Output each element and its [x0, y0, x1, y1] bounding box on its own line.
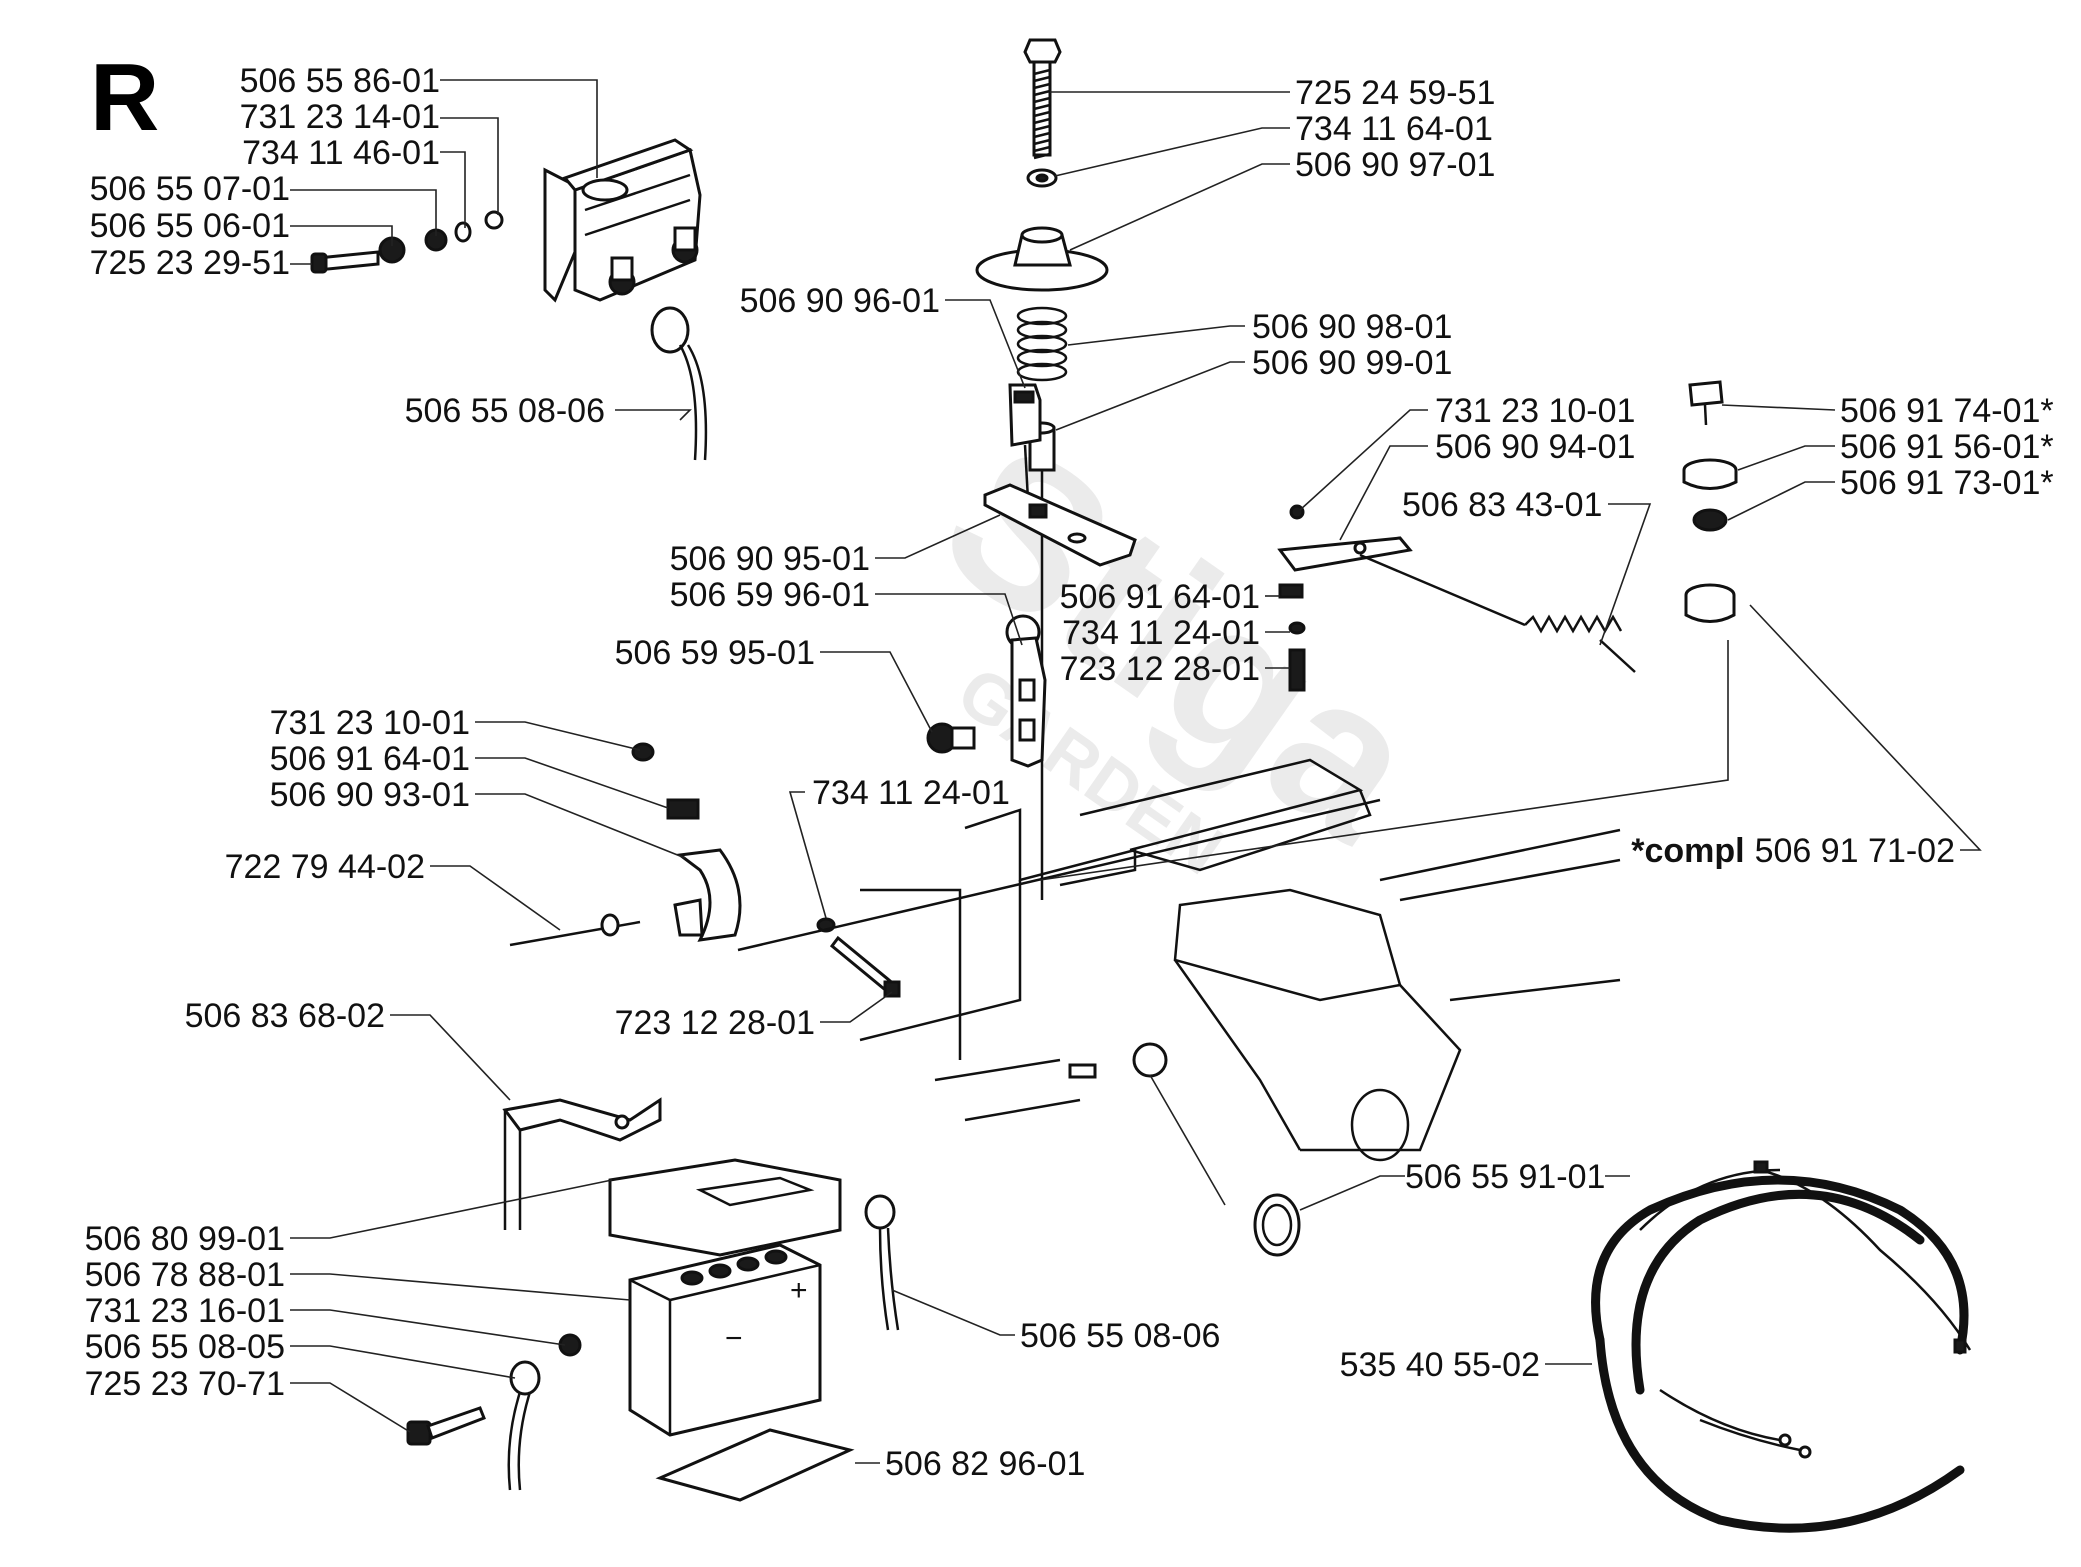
label-725-23-29-51: 725 23 29-51	[90, 244, 290, 282]
part-labels: 506 55 86-01 731 23 14-01 734 11 46-01 5…	[85, 62, 2054, 1483]
compl-number: 506 91 71-02	[1755, 832, 1955, 870]
bracket-cable-line	[737, 798, 1381, 952]
label-506-83-68-02: 506 83 68-02	[185, 997, 385, 1035]
label-506-90-96-01: 506 90 96-01	[740, 282, 940, 320]
washer-734-11-64-01	[1026, 168, 1058, 188]
label-506-90-93-01: 506 90 93-01	[270, 776, 470, 814]
screw-723-12-28-01	[829, 935, 901, 998]
label-506-55-08-06-top: 506 55 08-06	[405, 392, 605, 430]
label-731-23-14-01: 731 23 14-01	[240, 98, 440, 136]
bolt-thread-line	[1033, 131, 1051, 139]
bolt-725-24-59-51	[1023, 38, 1062, 160]
label-506-55-07-01: 506 55 07-01	[90, 170, 290, 208]
label-506-90-94-01: 506 90 94-01	[1435, 428, 1635, 466]
label-506-91-74-01: 506 91 74-01*	[1840, 392, 2054, 430]
label-506-91-56-01: 506 91 56-01*	[1840, 428, 2054, 466]
nut-731-23-10-01-left	[631, 742, 655, 762]
solenoid-hardware	[310, 210, 504, 274]
label-722-79-44-02: 722 79 44-02	[225, 848, 425, 886]
label-731-23-16-01: 731 23 16-01	[85, 1292, 285, 1330]
bolt-thread-line	[1033, 138, 1051, 146]
switch-506-90-96-01	[1008, 383, 1042, 501]
battery-506-78-88-01: − +	[628, 1243, 822, 1437]
label-506-80-99-01: 506 80 99-01	[85, 1220, 285, 1258]
bracket-506-90-93-01	[673, 848, 742, 942]
boot-506-90-97-01	[975, 226, 1109, 292]
ignition-nut-506-91-56-01	[1682, 458, 1738, 490]
pin-722-79-44-02	[509, 913, 641, 947]
solenoid-cable	[650, 306, 708, 461]
label-535-40-55-02: 535 40 55-02	[1340, 1346, 1540, 1384]
console-housing	[859, 758, 1621, 1162]
section-letter: R	[90, 44, 159, 151]
bolt-thread-line	[1033, 124, 1051, 132]
bolt-thread-line	[1033, 117, 1051, 125]
spring-506-90-98-01	[1016, 306, 1068, 382]
label-506-83-43-01: 506 83 43-01	[1402, 486, 1602, 524]
ignition-key-506-91-74-01	[1688, 380, 1724, 426]
bolt-thread-line	[1033, 110, 1051, 118]
plate-506-90-95-01	[983, 483, 1137, 567]
label-506-55-86-01: 506 55 86-01	[240, 62, 440, 100]
label-734-11-46-01: 734 11 46-01	[242, 134, 440, 172]
label-506-59-96-01: 506 59 96-01	[670, 576, 870, 614]
label-506-59-95-01: 506 59 95-01	[615, 634, 815, 672]
bolt-thread-line	[1033, 103, 1051, 111]
battery-mat-506-82-96-01	[655, 1428, 855, 1502]
battery-plus-mark: +	[790, 1274, 808, 1307]
battery-cable-negative	[507, 1360, 541, 1491]
leader-lines	[290, 79, 1982, 1464]
lever-506-59-96-01	[1005, 614, 1047, 768]
microswitch-506-91-64-01-right	[1278, 583, 1306, 692]
bracket-506-83-68-02	[502, 1097, 662, 1230]
bolt-thread-line	[1033, 75, 1051, 83]
battery-cover-506-80-99-01	[608, 1158, 842, 1257]
label-506-55-06-01: 506 55 06-01	[90, 207, 290, 245]
label-506-90-99-01: 506 90 99-01	[1252, 344, 1452, 382]
label-compl-506-91-71-02: *compl 506 91 71-02	[1631, 832, 1955, 870]
gear-506-55-91-01	[1253, 1193, 1301, 1257]
bolt-thread-line	[1033, 96, 1051, 104]
label-723-12-28-01-left: 723 12 28-01	[615, 1004, 815, 1042]
bolt-thread-line	[1033, 82, 1051, 90]
label-506-55-08-06-bottom: 506 55 08-06	[1020, 1317, 1220, 1355]
label-506-90-98-01: 506 90 98-01	[1252, 308, 1452, 346]
label-725-23-70-71: 725 23 70-71	[85, 1365, 285, 1403]
label-734-11-64-01: 734 11 64-01	[1295, 110, 1493, 148]
battery-bolt-725-23-70-71	[406, 1406, 486, 1446]
label-506-90-97-01: 506 90 97-01	[1295, 146, 1495, 184]
wire-harness-535-40-55-02	[1591, 1160, 1972, 1533]
ignition-switch	[1684, 583, 1736, 623]
label-734-11-24-01-right: 734 11 24-01	[1062, 614, 1260, 652]
label-723-12-28-01-right: 723 12 28-01	[1060, 650, 1260, 688]
bolt-thread-line	[1033, 145, 1051, 153]
label-506-78-88-01: 506 78 88-01	[85, 1256, 285, 1294]
label-506-90-95-01: 506 90 95-01	[670, 540, 870, 578]
label-506-91-73-01: 506 91 73-01*	[1840, 464, 2054, 502]
bolt-thread-line	[1033, 68, 1051, 76]
label-725-24-59-51: 725 24 59-51	[1295, 74, 1495, 112]
label-506-55-91-01: 506 55 91-01	[1405, 1158, 1605, 1196]
label-734-11-24-01-left: 734 11 24-01	[812, 774, 1010, 812]
ignition-washer-506-91-73-01	[1692, 508, 1728, 532]
battery-minus-mark: −	[725, 1322, 743, 1355]
small-clip	[1068, 1042, 1168, 1079]
solenoid-assembly	[543, 138, 702, 303]
label-506-91-64-01-right: 506 91 64-01	[1060, 578, 1260, 616]
label-506-82-96-01: 506 82 96-01	[885, 1445, 1085, 1483]
knob-506-59-95-01	[926, 722, 976, 754]
label-731-23-10-01-right: 731 23 10-01	[1435, 392, 1635, 430]
microswitch-506-91-64-01-left	[666, 798, 700, 820]
battery-cable-positive	[864, 1194, 900, 1331]
label-506-91-64-01-left: 506 91 64-01	[270, 740, 470, 778]
label-506-55-08-05: 506 55 08-05	[85, 1328, 285, 1366]
compl-prefix: *compl	[1631, 832, 1744, 870]
label-731-23-10-01-left: 731 23 10-01	[270, 704, 470, 742]
plate-506-90-94-01	[1277, 504, 1413, 572]
bolt-thread-line	[1033, 152, 1051, 160]
bolt-thread-line	[1033, 89, 1051, 97]
